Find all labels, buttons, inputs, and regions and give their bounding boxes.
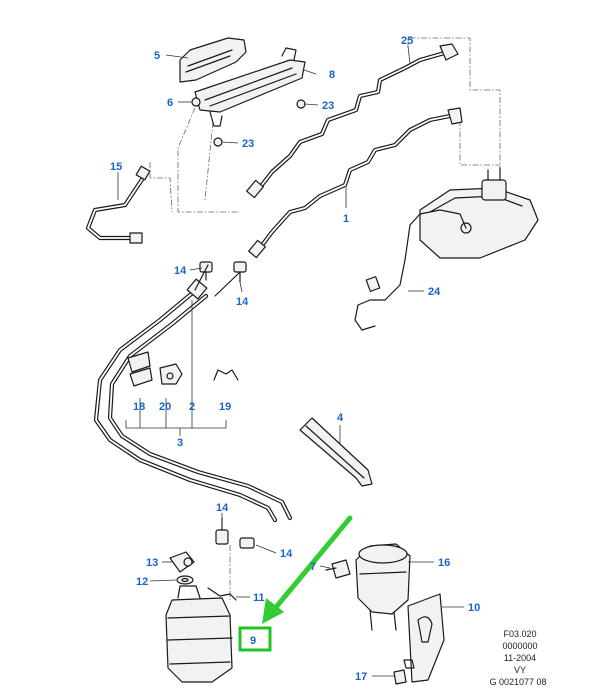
highlight-box-part-9 bbox=[238, 626, 272, 652]
part-3-bracket-leaders bbox=[125, 300, 227, 436]
part-12-washer bbox=[176, 575, 194, 585]
callout-11: 11 bbox=[253, 592, 265, 604]
callout-8: 8 bbox=[329, 69, 335, 81]
part-6-nut bbox=[191, 97, 201, 107]
reference-line-2: 0000000 bbox=[502, 641, 537, 651]
callout-2: 2 bbox=[189, 401, 195, 413]
part-4-hose-section bbox=[299, 417, 373, 487]
callout-16: 16 bbox=[438, 557, 450, 569]
callout-14b: 14 bbox=[236, 296, 249, 308]
callout-10: 10 bbox=[468, 602, 480, 614]
callout-20: 20 bbox=[159, 401, 171, 413]
upper-bracket-assembly bbox=[179, 37, 306, 147]
part-23-nut-upper bbox=[296, 99, 306, 109]
callout-13: 13 bbox=[146, 557, 158, 569]
callout-5: 5 bbox=[154, 50, 160, 62]
reference-block: F03.020 0000000 11-2004 VY G 0021077 08 bbox=[489, 629, 546, 687]
part-13-fitting bbox=[169, 551, 195, 573]
callout-19: 19 bbox=[219, 401, 231, 413]
callout-15: 15 bbox=[110, 161, 122, 173]
callout-12: 12 bbox=[136, 576, 148, 588]
callout-17: 17 bbox=[355, 671, 367, 683]
part-24-vent-hose bbox=[354, 209, 467, 331]
part-25-fuel-line bbox=[246, 43, 459, 199]
reference-line-3: 11-2004 bbox=[504, 653, 536, 663]
callout-23b: 23 bbox=[242, 138, 254, 150]
callout-23a: 23 bbox=[322, 100, 334, 112]
callout-14a: 14 bbox=[174, 265, 187, 277]
callout-24: 24 bbox=[428, 286, 441, 298]
part-16-filter-housing bbox=[355, 543, 411, 631]
clip-19 bbox=[213, 369, 239, 381]
part-3-fuel-line-pair bbox=[93, 264, 293, 523]
clip-18 bbox=[127, 351, 153, 387]
highlight-arrow bbox=[262, 515, 353, 624]
reference-line-4: VY bbox=[514, 665, 526, 675]
callout-18: 18 bbox=[133, 401, 145, 413]
callout-7: 7 bbox=[310, 561, 316, 573]
reference-line-1: F03.020 bbox=[503, 629, 536, 639]
callout-9: 9 bbox=[250, 635, 256, 647]
clip-20 bbox=[159, 363, 183, 385]
assembly-outline-lines bbox=[149, 37, 501, 600]
part-10-mounting-plate bbox=[407, 593, 445, 683]
part-23-nut-lower bbox=[213, 137, 223, 147]
clips-14-lower bbox=[215, 517, 255, 549]
callout-14d: 14 bbox=[280, 548, 293, 560]
part-7-bolt bbox=[325, 559, 351, 579]
callout-4: 4 bbox=[337, 412, 344, 424]
callout-25: 25 bbox=[401, 35, 413, 47]
reference-line-5: G 0021077 08 bbox=[489, 677, 546, 687]
callout-14c: 14 bbox=[216, 502, 229, 514]
part-15-bent-pipe bbox=[85, 165, 151, 244]
part-5-cover bbox=[179, 37, 247, 83]
fuel-tank bbox=[419, 167, 539, 259]
part-11-clip-wire bbox=[207, 587, 237, 601]
tank-sender-unit bbox=[481, 179, 507, 201]
callout-6: 6 bbox=[167, 97, 173, 109]
callout-3: 3 bbox=[177, 437, 183, 449]
callout-1: 1 bbox=[343, 213, 349, 225]
clips-14-upper bbox=[199, 261, 247, 283]
part-1-fuel-line bbox=[248, 107, 463, 259]
callout-leaders bbox=[117, 45, 464, 677]
part-17-bolt bbox=[393, 659, 415, 685]
part-9-fuel-filter bbox=[165, 585, 233, 683]
callout-labels: 5 8 6 23 23 25 15 1 14 14 24 18 20 2 19 … bbox=[110, 35, 480, 683]
